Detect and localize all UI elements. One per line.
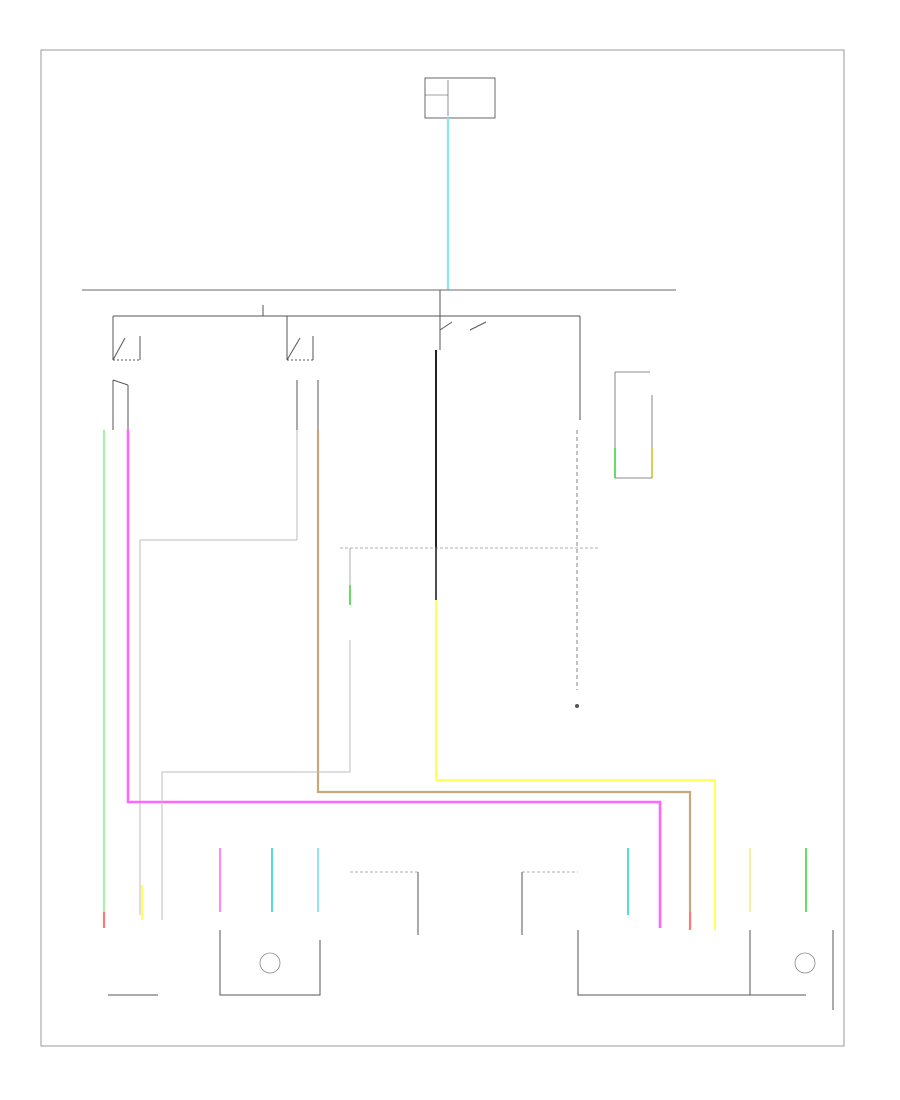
right-assembly <box>521 848 834 1010</box>
top-component <box>424 77 496 119</box>
right-small-component <box>614 371 653 479</box>
diagram-frame <box>40 49 845 1047</box>
wire-yellow <box>435 600 716 930</box>
wire-tan <box>316 430 692 912</box>
ground-dot <box>575 704 579 708</box>
wire-magenta <box>126 430 662 928</box>
left-switch-group <box>112 316 141 430</box>
wire-gray-bottom-left <box>161 640 351 920</box>
center-switch-group <box>439 316 487 350</box>
left-assembly <box>108 848 419 996</box>
center-left-switch-group <box>286 316 319 430</box>
